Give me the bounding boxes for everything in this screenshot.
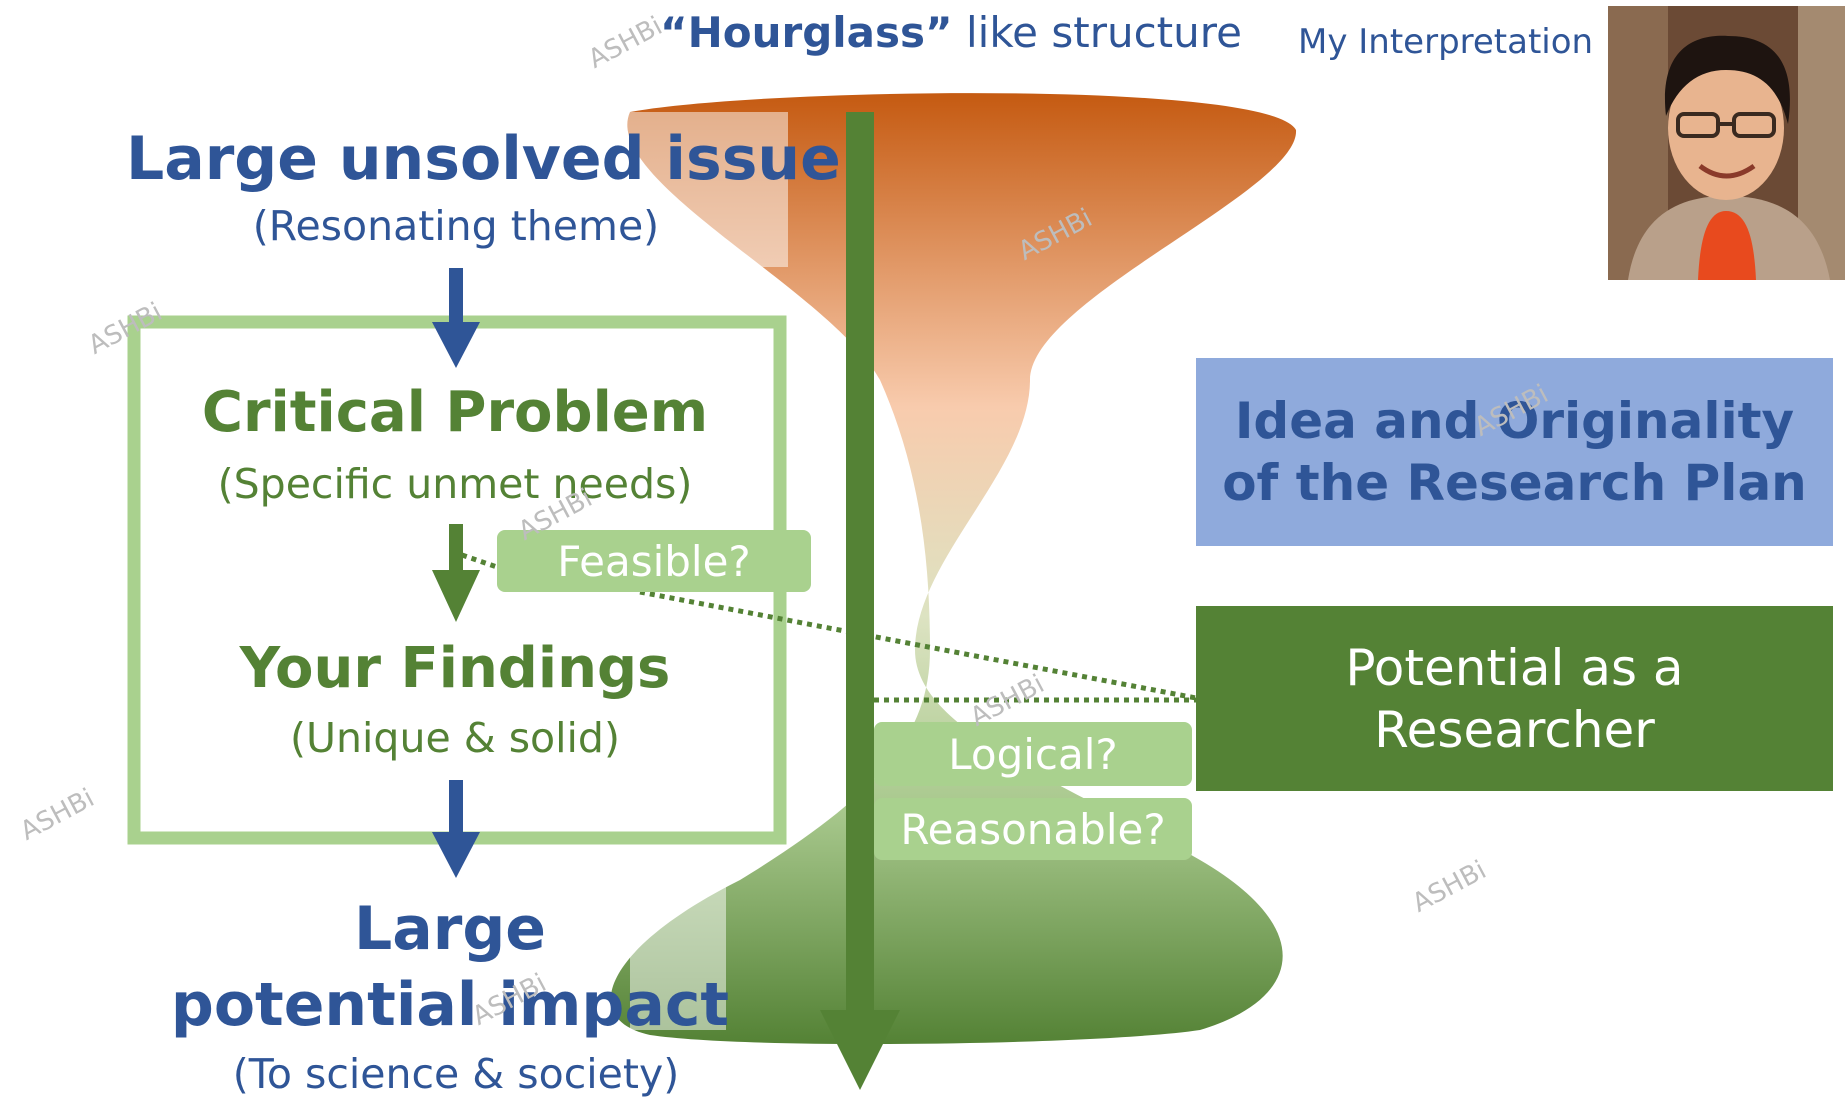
person-photo-icon bbox=[1608, 6, 1845, 280]
potential-researcher-box: Potential as a Researcher bbox=[1196, 606, 1833, 791]
portrait-photo bbox=[1608, 6, 1845, 280]
title-quoted: “Hourglass” bbox=[660, 8, 953, 57]
logical-tag: Logical? bbox=[874, 722, 1192, 786]
blue-arrow-1 bbox=[432, 268, 480, 368]
large-potential-impact-line1: Large bbox=[354, 894, 546, 964]
idea-originality-box: Idea and Originality of the Research Pla… bbox=[1196, 358, 1833, 546]
slide-title: “Hourglass” like structure bbox=[660, 8, 1242, 57]
resonating-theme-sub: (Resonating theme) bbox=[252, 202, 660, 250]
feasible-tag: Feasible? bbox=[497, 530, 811, 592]
dotted-line-feasible-2 bbox=[639, 589, 1197, 701]
unique-solid-sub: (Unique & solid) bbox=[290, 714, 620, 762]
reasonable-tag: Reasonable? bbox=[874, 798, 1192, 860]
long-green-arrow bbox=[820, 112, 900, 1090]
specific-unmet-needs-sub: (Specific unmet needs) bbox=[217, 460, 693, 508]
critical-problem-heading: Critical Problem bbox=[201, 380, 709, 445]
interpretation-label: My Interpretation bbox=[1298, 22, 1594, 62]
title-rest: like structure bbox=[952, 8, 1242, 57]
your-findings-heading: Your Findings bbox=[239, 636, 671, 701]
large-potential-impact-line2: potential impact bbox=[170, 970, 730, 1040]
potential-researcher-label: Potential as a Researcher bbox=[1345, 638, 1684, 759]
dotted-line-feasible-1 bbox=[461, 552, 501, 571]
top-overlay bbox=[620, 112, 788, 267]
to-science-society-sub: (To science & society) bbox=[232, 1050, 680, 1098]
green-arrow-small bbox=[432, 524, 480, 622]
blue-arrow-2 bbox=[432, 780, 480, 878]
idea-originality-label: Idea and Originality of the Research Pla… bbox=[1222, 392, 1807, 512]
large-unsolved-issue-heading: Large unsolved issue bbox=[126, 124, 841, 194]
bottom-overlay bbox=[630, 878, 726, 1030]
